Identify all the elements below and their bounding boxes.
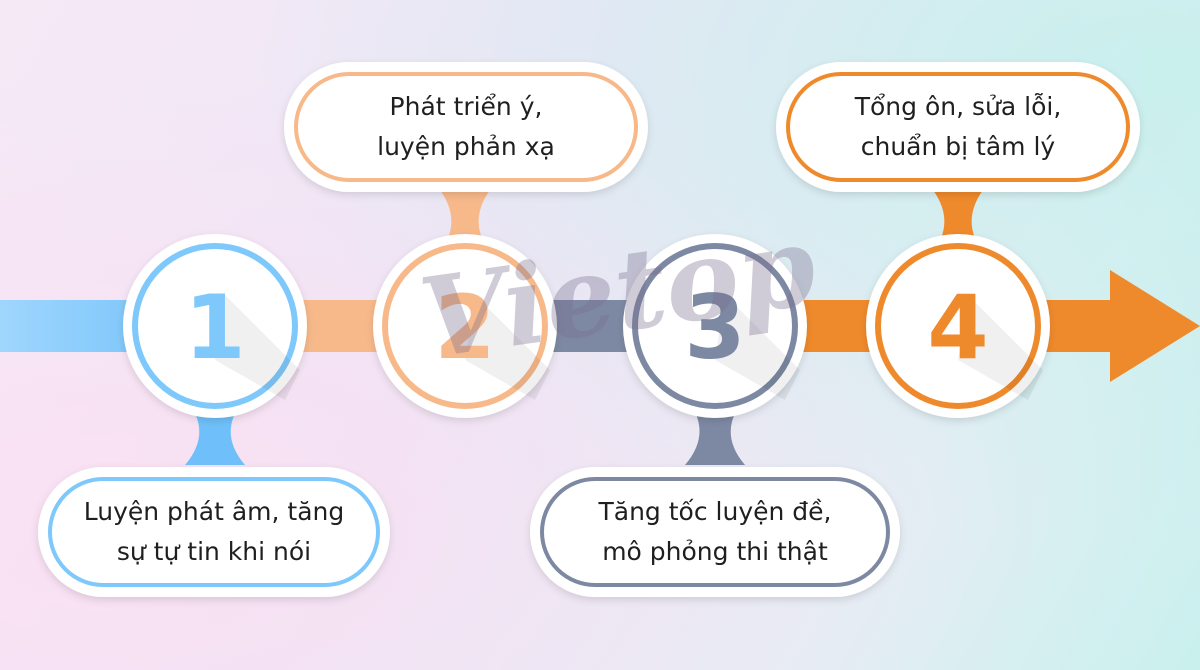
step-number-4: 4	[927, 276, 988, 379]
step-label-4-line2: chuẩn bị tâm lý	[860, 132, 1056, 161]
step-label-2-line1: Phát triển ý,	[389, 92, 543, 121]
step-label-3-line1: Tăng tốc luyện đề,	[598, 497, 832, 526]
step-label-3-line2: mô phỏng thi thật	[602, 537, 828, 566]
step-label-3: Tăng tốc luyện đề, mô phỏng thi thật	[542, 492, 888, 572]
label-box-1	[38, 467, 390, 597]
step-label-2-line2: luyện phản xạ	[377, 132, 555, 161]
step-number-3: 3	[684, 276, 745, 379]
step-label-1-line1: Luyện phát âm, tăng	[83, 497, 345, 526]
label-box-3	[530, 467, 900, 597]
step-label-2: Phát triển ý, luyện phản xạ	[296, 87, 636, 167]
step-circle-1: 1	[123, 234, 307, 418]
step-label-4: Tổng ôn, sửa lỗi, chuẩn bị tâm lý	[788, 87, 1128, 167]
step-circle-3: 3	[623, 234, 807, 418]
step-number-2: 2	[434, 276, 495, 379]
step-label-1-line2: sự tự tin khi nói	[116, 537, 312, 566]
step-number-1: 1	[184, 276, 245, 379]
step-label-4-line1: Tổng ôn, sửa lỗi,	[854, 92, 1062, 121]
step-circle-2: 2	[373, 234, 557, 418]
step-circle-4: 4	[866, 234, 1050, 418]
step-label-1: Luyện phát âm, tăng sự tự tin khi nói	[50, 492, 378, 572]
label-box-4	[776, 62, 1140, 192]
label-box-2	[284, 62, 648, 192]
arrow-head	[1110, 270, 1200, 382]
